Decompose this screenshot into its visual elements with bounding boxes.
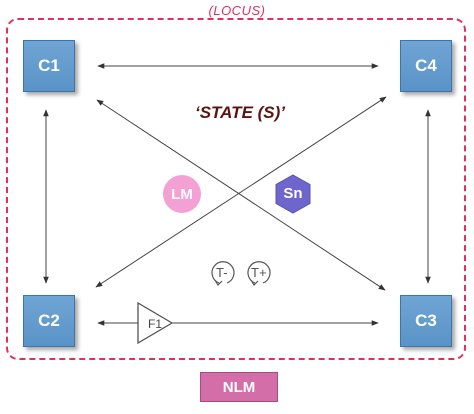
sn-hexagon bbox=[275, 174, 311, 214]
t-minus-label: T- bbox=[216, 265, 228, 280]
f1-label: F1 bbox=[148, 317, 162, 331]
nlm-box: NLM bbox=[200, 372, 278, 402]
locus-label: (LOCUS) bbox=[208, 3, 266, 18]
t-plus-label: T+ bbox=[251, 265, 267, 280]
node-c4: C4 bbox=[400, 40, 452, 92]
t-plus-symbol: T+ bbox=[247, 261, 271, 286]
f1-triangle bbox=[137, 301, 174, 345]
arrow-c1-c3 bbox=[96, 99, 386, 291]
lm-circle: LM bbox=[163, 175, 201, 213]
node-c3: C3 bbox=[400, 295, 452, 347]
arrow-c2-c4 bbox=[95, 96, 387, 288]
t-minus-symbol: T- bbox=[211, 261, 235, 286]
node-c1: C1 bbox=[23, 40, 75, 92]
node-c2: C2 bbox=[23, 295, 75, 347]
sn-label: Sn bbox=[283, 184, 303, 202]
locus-boundary bbox=[6, 18, 466, 360]
state-label: ‘STATE (S)’ bbox=[194, 103, 286, 122]
